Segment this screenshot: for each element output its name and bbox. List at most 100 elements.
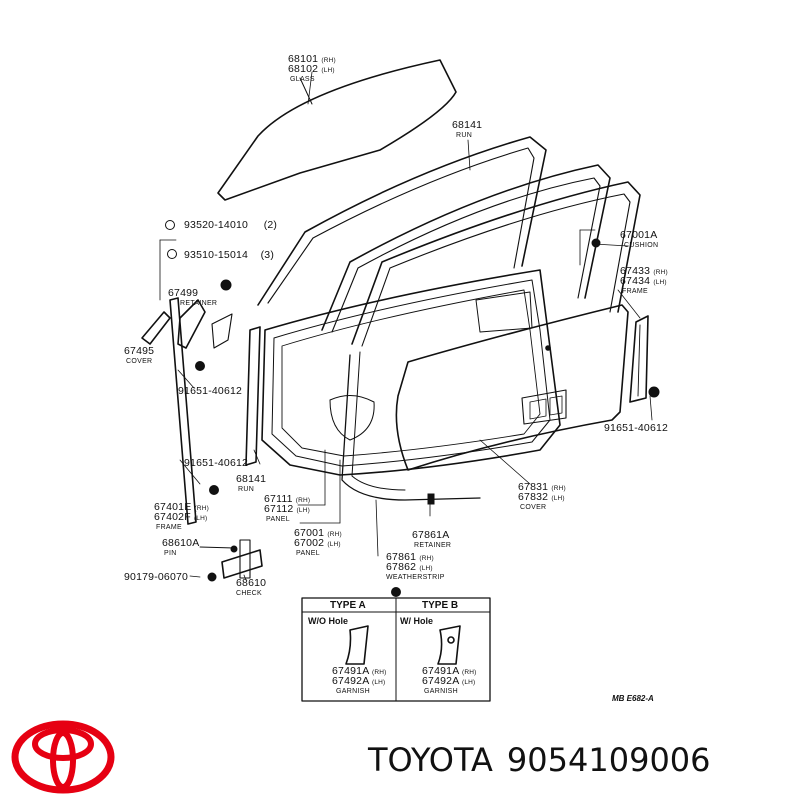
side-note: (LH) bbox=[371, 679, 386, 686]
part-name: CHECK bbox=[236, 590, 263, 597]
part-number: 67111 bbox=[264, 493, 293, 505]
part-number: 67492A bbox=[332, 675, 369, 687]
part-number-caption: 9054109006 bbox=[506, 741, 711, 779]
side-note: (RH) bbox=[419, 555, 434, 562]
callout-pin: 68610A bbox=[162, 537, 200, 549]
side-note: (RH) bbox=[194, 505, 210, 512]
side-note: (LH) bbox=[296, 507, 310, 514]
part-number: 67862 bbox=[386, 561, 417, 573]
callout-frame-rear: 67433 (RH) bbox=[620, 265, 668, 277]
side-note: (RH) bbox=[321, 57, 336, 64]
side-note: (RH) bbox=[551, 485, 566, 492]
part-name: GARNISH bbox=[336, 688, 370, 695]
callout-cover-trim: 67831 (RH) bbox=[518, 482, 566, 493]
part-name: PANEL bbox=[266, 516, 290, 523]
part-number: 67433 bbox=[620, 265, 651, 277]
side-note: (LH) bbox=[653, 279, 667, 286]
rear-window-frame bbox=[629, 315, 649, 403]
part-number: 67434 bbox=[620, 275, 651, 287]
part-name: FRAME bbox=[622, 288, 648, 295]
callout-retainer-right: 67861A bbox=[412, 529, 450, 541]
part-number: 67002 bbox=[294, 537, 325, 549]
brand-name: TOYOTA bbox=[368, 741, 493, 779]
part-number: 67401E bbox=[154, 501, 192, 513]
quantity: (2) bbox=[263, 219, 278, 231]
type-b-title: TYPE B bbox=[422, 600, 459, 611]
callout-panel-inner-lh: 67112 (LH) bbox=[264, 503, 310, 515]
part-name: RETAINER bbox=[180, 300, 218, 307]
weatherstrip-loop bbox=[341, 354, 481, 501]
part-name: FRAME bbox=[156, 524, 182, 531]
part-name: CUSHION bbox=[624, 242, 659, 249]
garnish-a-shape bbox=[345, 625, 369, 665]
side-note: (LH) bbox=[193, 515, 208, 522]
retainer-bracket bbox=[177, 299, 206, 349]
part-number: 93510-15014 bbox=[184, 249, 249, 261]
side-note: (RH) bbox=[327, 531, 342, 538]
type-a-part-lh: 67492A (LH) bbox=[332, 675, 386, 687]
callout-frame-front-lh: 67402F (LH) bbox=[154, 511, 208, 523]
part-name: PIN bbox=[164, 550, 177, 557]
callout-glass-lh: 68102 (LH) bbox=[288, 63, 335, 75]
brand-caption: TOYOTA 9054109006 bbox=[368, 740, 725, 780]
door-glass bbox=[217, 59, 457, 201]
diagram-code: MB E682-A bbox=[612, 694, 654, 703]
callout-bolt1: 93520-14010 (2) bbox=[184, 219, 278, 231]
callout-weatherstrip-lh: 67862 (LH) bbox=[386, 561, 433, 573]
part-number: 67491A bbox=[422, 665, 459, 677]
door-check bbox=[221, 549, 263, 579]
door-sash-inner bbox=[351, 181, 641, 345]
fastener-symbols bbox=[165, 220, 660, 597]
callout-clip1: 91651-40612 bbox=[178, 385, 243, 397]
part-number: 67402F bbox=[154, 511, 191, 523]
callout-panel-inner: 67111 (RH) bbox=[264, 493, 311, 505]
part-number: 67001 bbox=[294, 527, 325, 539]
callout-frame-rear-lh: 67434 (LH) bbox=[620, 275, 667, 287]
callout-cover-left: 67495 bbox=[124, 345, 155, 357]
callout-run-top: 68141 bbox=[452, 119, 483, 131]
quantity: (3) bbox=[260, 249, 275, 261]
front-frame-bar bbox=[169, 297, 197, 525]
side-note: (RH) bbox=[461, 669, 477, 676]
toyota-logo-icon bbox=[11, 720, 115, 794]
callout-run-low: 68141 bbox=[236, 473, 267, 485]
type-b-part: 67491A (RH) bbox=[422, 665, 477, 677]
side-note: (RH) bbox=[371, 669, 387, 676]
callout-panel-outer-lh: 67002 (LH) bbox=[294, 537, 341, 549]
type-a-subtitle: W/O Hole bbox=[308, 616, 348, 626]
callout-bolt3: 90179-06070 bbox=[124, 571, 189, 583]
callout-clip-rear: 91651-40612 bbox=[604, 422, 669, 434]
side-note: (LH) bbox=[321, 67, 335, 74]
callout-retainer-left: 67499 bbox=[168, 287, 199, 299]
callout-weatherstrip: 67861 (RH) bbox=[386, 552, 434, 563]
part-number: 67491A bbox=[332, 665, 369, 677]
side-note: (RH) bbox=[295, 497, 311, 504]
side-note: (LH) bbox=[461, 679, 476, 686]
type-b-subtitle: W/ Hole bbox=[400, 616, 433, 626]
part-name: GARNISH bbox=[424, 688, 458, 695]
part-name: GLASS bbox=[290, 76, 315, 83]
callout-panel-outer: 67001 (RH) bbox=[294, 527, 342, 539]
callout-clip2: 91651-40612 bbox=[184, 457, 249, 469]
part-number: 67492A bbox=[422, 675, 459, 687]
callout-cushion: 67001A bbox=[620, 229, 658, 241]
callout-glass: 68101 (RH) bbox=[288, 54, 336, 65]
side-note: (LH) bbox=[327, 541, 341, 548]
part-number: 67112 bbox=[264, 503, 294, 515]
front-run-strip bbox=[245, 326, 261, 466]
callout-frame-front: 67401E (RH) bbox=[154, 501, 210, 513]
part-number: 68102 bbox=[288, 63, 319, 75]
type-b-part-lh: 67492A (LH) bbox=[422, 675, 476, 687]
side-note: (RH) bbox=[653, 269, 668, 276]
part-name: RUN bbox=[456, 132, 473, 139]
glass-run bbox=[257, 136, 547, 306]
part-name: COVER bbox=[520, 504, 547, 511]
part-name: WEATHERSTRIP bbox=[386, 574, 445, 581]
callout-cover-trim-lh: 67832 (LH) bbox=[518, 492, 565, 503]
part-name: COVER bbox=[126, 358, 153, 365]
part-name: RETAINER bbox=[414, 542, 452, 549]
inner-door-panel bbox=[261, 269, 561, 476]
side-note: (LH) bbox=[419, 565, 433, 572]
callout-check: 68610 bbox=[236, 577, 267, 589]
